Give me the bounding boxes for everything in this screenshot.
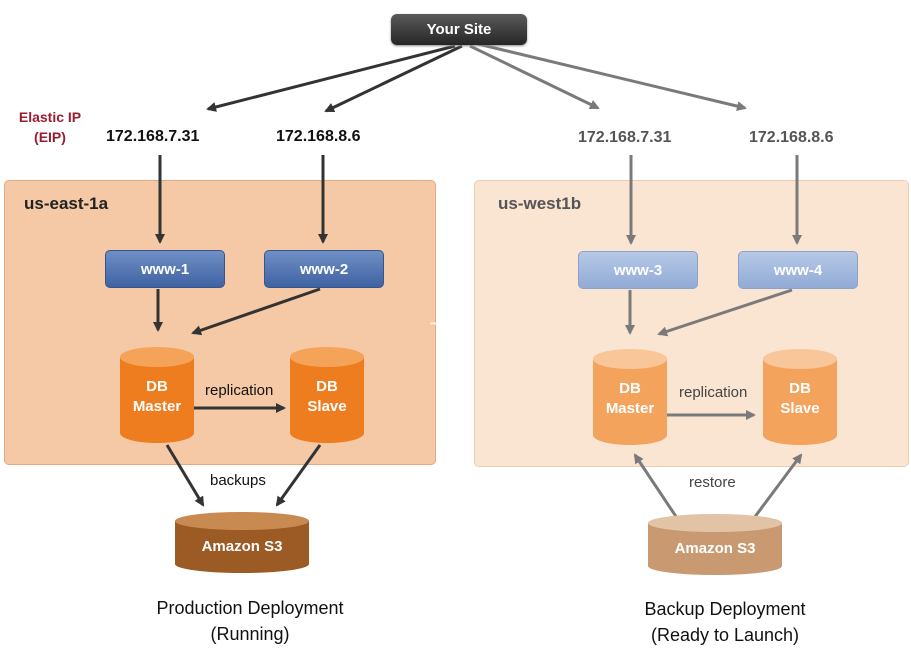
server-www-1: www-1 (105, 250, 225, 288)
backups-label: backups (210, 472, 266, 489)
ip-prod-1: 172.168.7.31 (106, 128, 200, 145)
zone-title-west: us-west1b (498, 194, 582, 213)
db-slave-backup: DB Slave (763, 349, 837, 445)
overlay-text: Text (430, 318, 475, 345)
amazon-s3-backup: Amazon S3 (648, 514, 782, 576)
arrow-site-to-ip3 (469, 44, 600, 110)
arrow-www2-to-dbmaster (191, 287, 321, 336)
ip-backup-2: 172.168.8.6 (749, 129, 834, 146)
replication-label-production: replication (205, 382, 274, 399)
caption-production: Production Deployment (Running) (156, 598, 344, 644)
server-www-4: www-4 (738, 251, 858, 289)
arrow-site-to-ip4 (477, 42, 747, 111)
server-www-2: www-2 (264, 250, 384, 288)
arrow-www4-to-dbmaster (657, 288, 793, 337)
db-master-production: DB Master (120, 347, 194, 443)
arrow-site-to-ip1 (206, 44, 456, 112)
ip-backup-1: 172.168.7.31 (578, 129, 672, 146)
restore-label: restore (689, 474, 736, 491)
caption-backup: Backup Deployment (Ready to Launch) (644, 599, 806, 645)
elastic-ip-label: Elastic IP (EIP) (18, 109, 82, 145)
arrow-s3-restore-master (633, 453, 679, 519)
db-master-backup: DB Master (593, 349, 667, 445)
zone-title-east: us-east-1a (24, 194, 109, 213)
server-www-3: www-3 (578, 251, 698, 289)
ip-prod-2: 172.168.8.6 (276, 128, 361, 145)
arrow-site-to-ip2 (324, 44, 463, 113)
db-slave-production: DB Slave (290, 347, 364, 443)
amazon-s3-production: Amazon S3 (175, 512, 309, 574)
replication-label-backup: replication (679, 384, 748, 401)
arrow-master-to-s3 (165, 444, 205, 507)
arrow-slave-to-s3 (275, 444, 322, 507)
your-site-node: Your Site (391, 14, 527, 45)
arrow-s3-restore-slave (752, 453, 803, 519)
